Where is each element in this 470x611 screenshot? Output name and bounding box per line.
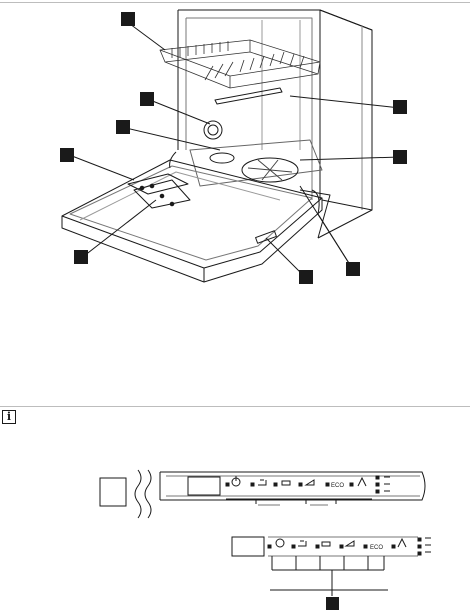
program-icon <box>425 538 431 552</box>
upper-spray-arm <box>215 88 282 104</box>
program-icon <box>398 539 406 547</box>
info-icon: i <box>2 410 16 424</box>
callout-marker <box>299 270 313 284</box>
panel-2-display <box>232 537 264 556</box>
callout-lines <box>72 24 400 278</box>
control-panel-1 <box>100 470 425 518</box>
callout-marker <box>393 100 407 114</box>
callout-marker <box>346 262 360 276</box>
panel-1-side-box <box>100 478 126 506</box>
program-icon <box>358 478 366 486</box>
upper-basket <box>160 40 320 88</box>
salt-container-cap <box>204 121 222 139</box>
program-icon <box>306 480 314 485</box>
callout-marker <box>326 597 339 610</box>
filter <box>210 153 234 163</box>
program-icon <box>322 542 330 546</box>
panel-2-eco-label: ECO <box>370 545 383 551</box>
callout-marker <box>116 120 130 134</box>
program-icon <box>346 541 354 546</box>
panel-1-display <box>188 477 220 495</box>
program-icon <box>282 481 290 485</box>
power-icon <box>276 539 284 547</box>
control-panel-2 <box>232 537 431 596</box>
callout-marker <box>140 92 154 106</box>
program-icon <box>384 477 390 491</box>
panel-1-eco-label: ECO <box>331 483 344 489</box>
dishwasher-drawing <box>62 10 372 282</box>
program-icon <box>258 480 266 485</box>
callout-marker <box>60 148 74 162</box>
callout-marker <box>121 12 135 26</box>
program-icon <box>298 541 306 546</box>
callout-marker <box>74 250 88 264</box>
callout-marker <box>393 150 407 164</box>
callout-markers <box>60 12 407 284</box>
